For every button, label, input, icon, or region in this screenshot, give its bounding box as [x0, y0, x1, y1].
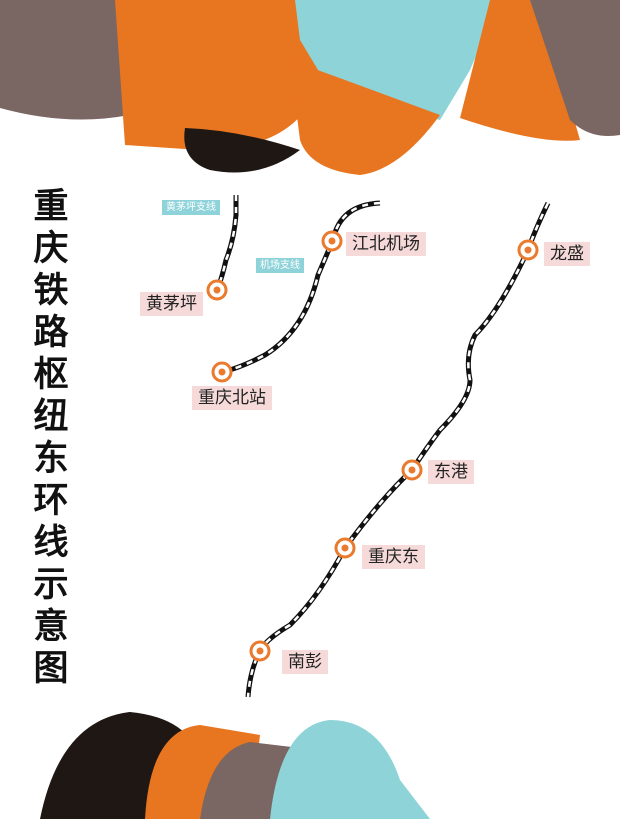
- title-char: 示: [33, 565, 69, 605]
- station-label-chongqing-east: 重庆东: [362, 545, 425, 569]
- station-label-chongqing-north: 重庆北站: [192, 386, 272, 410]
- title-char: 枢: [33, 355, 69, 395]
- title-char: 环: [33, 481, 69, 521]
- branch-label-airport: 机场支线: [256, 258, 304, 273]
- station-label-huangmaoping: 黄茅坪: [140, 292, 203, 316]
- station-label-longsheng: 龙盛: [544, 242, 590, 266]
- rail-lines: [214, 195, 551, 698]
- station-nanpeng-marker: [249, 640, 271, 662]
- title-char: 线: [33, 523, 69, 563]
- title-char: 图: [33, 649, 69, 689]
- title-char: 意: [33, 607, 69, 647]
- station-label-nanpeng: 南彭: [282, 650, 328, 674]
- map-title: 重庆铁路枢纽东环线示意图: [30, 186, 72, 690]
- top-decoration: [0, 0, 620, 175]
- title-char: 庆: [33, 229, 69, 269]
- station-chongqing-north-marker: [211, 361, 233, 383]
- station-jiangbei-airport-marker: [321, 230, 343, 252]
- title-char: 纽: [33, 397, 69, 437]
- title-char: 路: [33, 313, 69, 353]
- station-label-donggang: 东港: [428, 460, 474, 484]
- station-markers: [206, 230, 539, 662]
- station-huangmaoping-marker: [206, 279, 228, 301]
- bottom-decoration: [40, 712, 430, 819]
- title-char: 重: [33, 187, 69, 227]
- station-chongqing-east-marker: [334, 537, 356, 559]
- title-char: 东: [33, 439, 69, 479]
- station-longsheng-marker: [517, 239, 539, 261]
- title-char: 铁: [33, 271, 69, 311]
- branch-label-huangmaoping: 黄茅坪支线: [162, 200, 220, 215]
- station-label-jiangbei-airport: 江北机场: [346, 232, 426, 256]
- station-donggang-marker: [401, 459, 423, 481]
